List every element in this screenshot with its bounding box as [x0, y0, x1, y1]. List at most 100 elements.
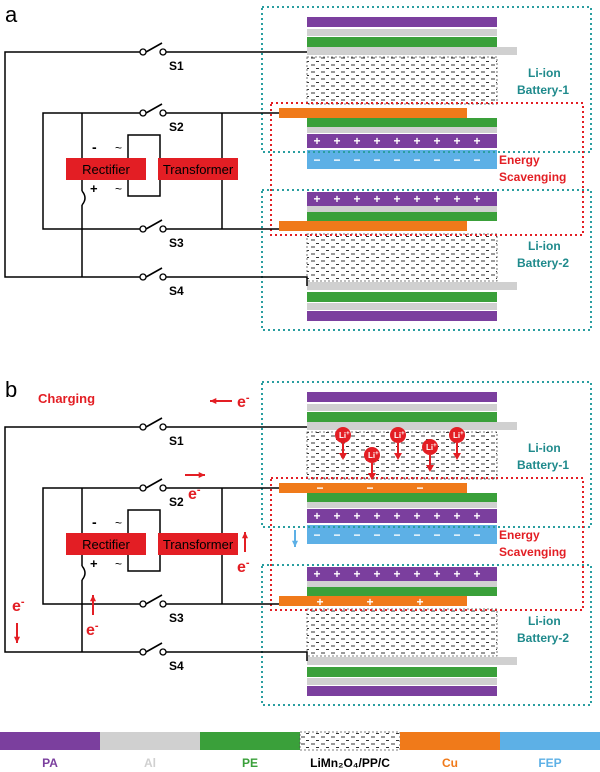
electron-label: e-	[86, 620, 99, 639]
positive-charge: +	[473, 567, 480, 581]
energy-scavenging-label: Scavenging	[499, 545, 566, 559]
li-ion-marker	[449, 427, 465, 443]
legend-label: PA	[42, 756, 58, 770]
positive-charge: +	[453, 192, 460, 206]
charge-transfer-arrow-head	[291, 540, 299, 547]
positive-charge: +	[313, 134, 320, 148]
switch-terminal	[139, 273, 147, 281]
switch-terminal	[139, 423, 147, 431]
transformer-box	[158, 158, 238, 180]
switch-terminal	[159, 648, 167, 656]
al-layer	[307, 678, 497, 685]
positive-charge: +	[353, 567, 360, 581]
switch-terminal	[139, 48, 147, 56]
legend-swatch-5	[500, 732, 600, 750]
li-ion-label: Li+	[453, 431, 464, 440]
rectifier-box	[66, 533, 146, 555]
switch-lever	[145, 103, 163, 114]
pa-layer	[307, 17, 497, 27]
al-tab	[307, 422, 517, 430]
li-ion-marker	[422, 439, 438, 455]
al-layer	[307, 127, 497, 133]
al-tab	[307, 47, 517, 55]
fep-layer	[307, 525, 497, 544]
positive-charge: +	[313, 192, 320, 206]
minus-terminal: -	[92, 139, 97, 155]
legend-swatch-2	[200, 732, 300, 750]
negative-charge: −	[373, 528, 380, 542]
battery-1-label: Li-ion	[528, 441, 561, 455]
positive-charge: +	[373, 509, 380, 523]
al-layer	[307, 29, 497, 36]
wire-link	[127, 509, 161, 543]
cu-electrode	[279, 483, 467, 493]
pe-layer	[307, 412, 497, 422]
electron-flow-arrow-head	[89, 595, 97, 602]
negative-charge: −	[433, 528, 440, 542]
positive-charge: +	[453, 134, 460, 148]
switch-label-s1: S1	[169, 434, 184, 448]
positive-charge: +	[373, 134, 380, 148]
switch-terminal	[159, 484, 167, 492]
electron-label: e-	[188, 484, 201, 503]
al-layer	[307, 303, 497, 310]
electron-flow-arrow-head	[241, 532, 249, 539]
positive-charge: +	[416, 595, 423, 609]
positive-charge: +	[433, 509, 440, 523]
switch-lever	[145, 267, 163, 278]
li-ion-arrowhead	[368, 473, 376, 480]
legend-label: Cu	[442, 756, 458, 770]
negative-charge: −	[313, 153, 320, 167]
positive-charge: +	[333, 192, 340, 206]
energy-scavenging-label: Energy	[499, 153, 540, 167]
negative-charge: −	[353, 153, 360, 167]
switch-terminal	[159, 600, 167, 608]
rectifier-box	[66, 158, 146, 180]
al-tab	[307, 657, 517, 665]
cu-electrode	[279, 221, 467, 231]
wire-s4	[163, 651, 308, 661]
wire-link	[127, 134, 161, 168]
cu-electrode	[279, 108, 467, 118]
negative-charge: −	[453, 153, 460, 167]
battery-2-label: Li-ion	[528, 239, 561, 253]
panel-b: b+++++++++−−−−−−−−−+++++++++−−−+++Li-ion…	[4, 377, 592, 706]
battery-2-label: Li-ion	[528, 614, 561, 628]
positive-charge: +	[453, 567, 460, 581]
limn2o4-pp-c-layer	[306, 608, 498, 657]
legend-swatch-0	[0, 732, 100, 750]
limn2o4-pp-c-layer	[306, 233, 498, 282]
li-ion-arrowhead	[394, 453, 402, 460]
al-layer	[307, 404, 497, 411]
wire-link	[127, 543, 161, 572]
pe-layer	[307, 212, 497, 221]
switch-lever	[145, 42, 163, 53]
energy-scavenging-box	[270, 477, 584, 611]
positive-charge: +	[333, 567, 340, 581]
wire-crossover	[81, 190, 86, 206]
positive-charge: +	[413, 567, 420, 581]
negative-charge: −	[393, 153, 400, 167]
wire-link	[127, 168, 161, 197]
al-layer	[307, 502, 497, 508]
positive-charge: +	[433, 192, 440, 206]
li-ion-label: Li+	[368, 451, 379, 460]
li-ion-label: Li+	[426, 443, 437, 452]
positive-charge: +	[413, 192, 420, 206]
positive-charge: +	[393, 134, 400, 148]
panel-letter: b	[5, 377, 17, 402]
switch-label-s2: S2	[169, 120, 184, 134]
positive-charge: +	[393, 567, 400, 581]
legend-label: PE	[242, 756, 258, 770]
pe-layer	[307, 292, 497, 302]
transformer-label: Transformer	[163, 162, 234, 177]
switch-terminal	[139, 648, 147, 656]
positive-charge: +	[313, 509, 320, 523]
pe-layer	[307, 493, 497, 502]
positive-charge: +	[316, 595, 323, 609]
transformer-label: Transformer	[163, 537, 234, 552]
legend-swatch-3	[299, 731, 401, 751]
electron-flow-arrow-head	[210, 397, 217, 405]
switch-lever	[145, 594, 163, 605]
